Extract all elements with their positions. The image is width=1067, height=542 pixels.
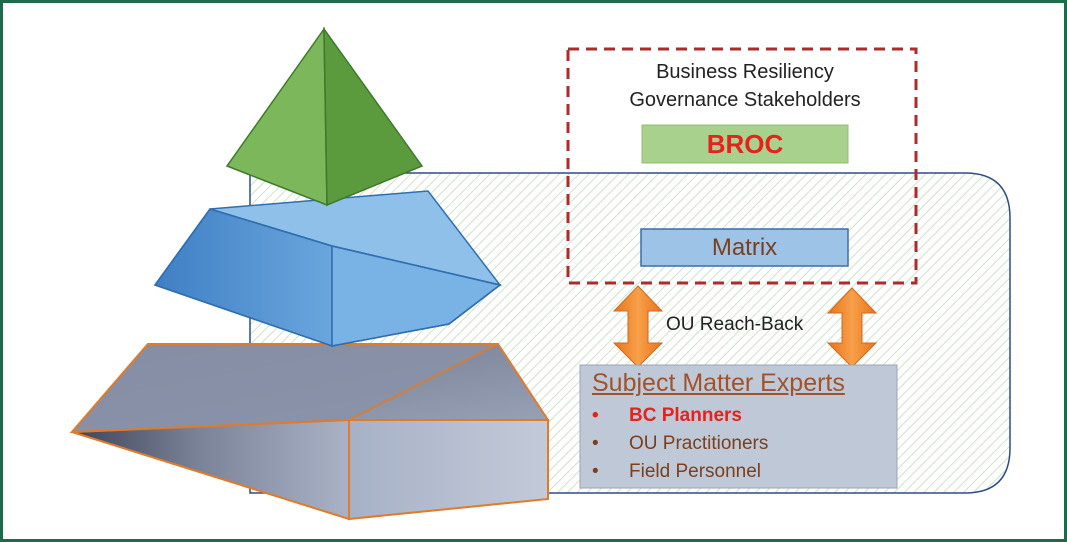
pyramid-tier-top (225, 26, 424, 207)
governance-title-line1: Business Resiliency (656, 61, 834, 83)
bullet: • (592, 461, 599, 482)
sme-item-label: OU Practitioners (629, 433, 769, 454)
governance-box (566, 47, 918, 285)
sme-item-label: BC Planners (629, 405, 742, 426)
governance-title: Business Resiliency Governance Stakehold… (580, 58, 910, 114)
matrix-box (640, 228, 849, 267)
pyramid-tier-bottom (69, 343, 550, 521)
governance-title-line2: Governance Stakeholders (629, 89, 861, 111)
sme-item-field-personnel: • Field Personnel (592, 461, 761, 483)
sme-box (579, 364, 898, 489)
sme-item-bc-planners: • BC Planners (592, 405, 742, 427)
matrix-label: Matrix (711, 234, 778, 261)
broc-label: BROC (706, 129, 784, 159)
pyramid-tier-middle (153, 190, 502, 348)
sme-title: Subject Matter Experts (592, 369, 845, 397)
sme-item-label: Field Personnel (629, 461, 762, 482)
broc-box (641, 124, 849, 164)
bullet: • (592, 405, 599, 426)
bullet: • (592, 433, 599, 454)
reachback-label: OU Reach-Back (666, 314, 804, 335)
sme-item-ou-practitioners: • OU Practitioners (592, 433, 768, 455)
